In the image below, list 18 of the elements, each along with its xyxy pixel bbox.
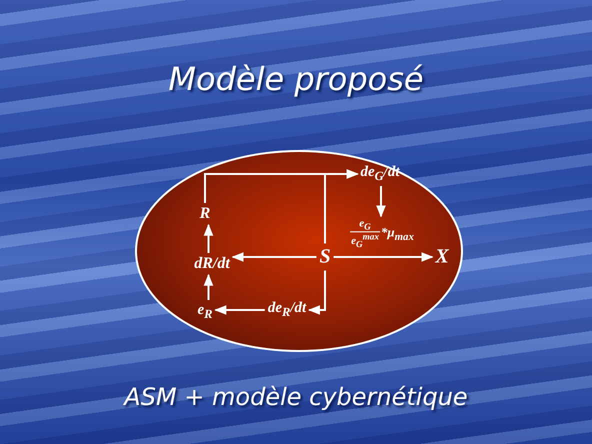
rate-factor: *μ$_{max}$ <box>380 224 414 244</box>
variable-label: R <box>200 205 210 223</box>
variable-label: X <box>435 246 449 268</box>
variable-label: dR/dt <box>194 255 230 273</box>
arrow <box>204 274 214 300</box>
variable-label: e$_{R}$ <box>198 302 212 322</box>
arrow <box>308 270 326 315</box>
arrow <box>376 186 386 218</box>
variable-label: de$_{R}$/dt <box>268 300 306 320</box>
rate-expression <box>350 218 414 250</box>
slide-title: Modèle proposé <box>167 60 425 98</box>
arrow <box>324 169 359 244</box>
arrow <box>232 252 316 262</box>
arrow <box>204 224 214 253</box>
arrow <box>214 305 265 315</box>
arrow <box>334 252 434 262</box>
slide-caption: ASM + modèle cybernétique <box>122 383 469 411</box>
variable-label: S <box>319 246 331 268</box>
